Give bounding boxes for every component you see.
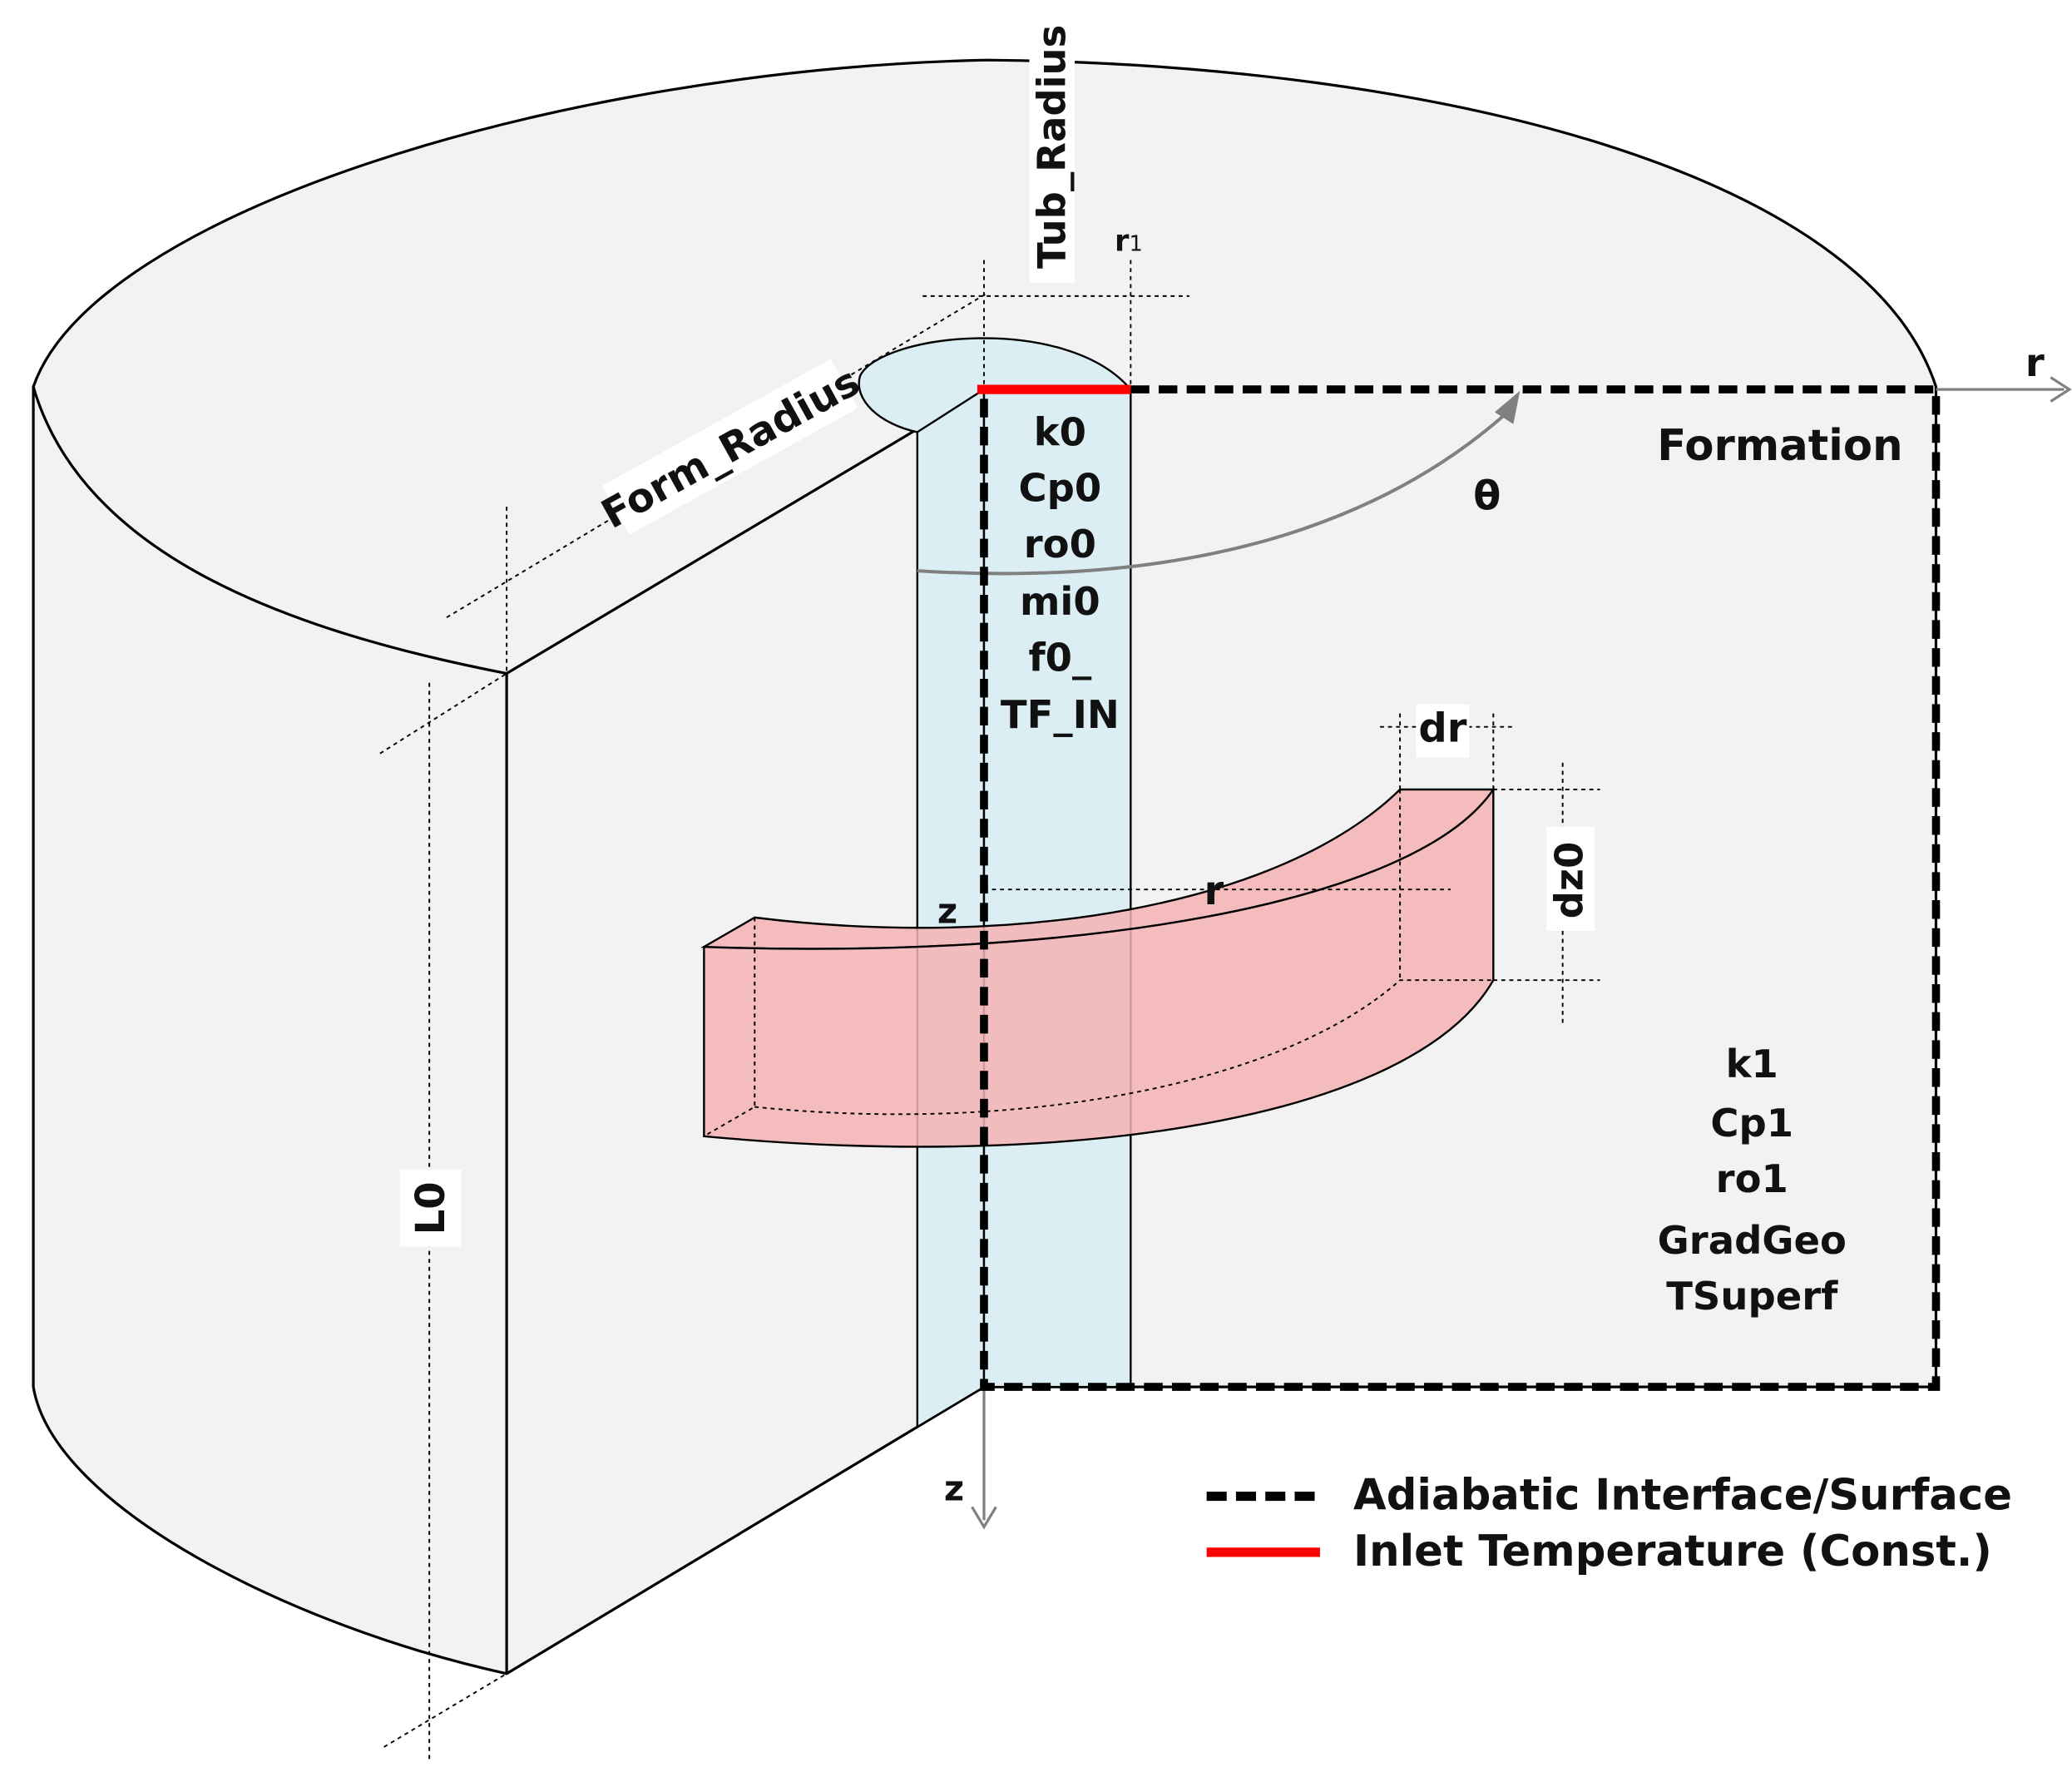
formation-properties: k1 Cp1 ro1 GradGeo TSuperf xyxy=(1658,1042,1847,1319)
formation-prop: k1 xyxy=(1726,1042,1778,1086)
form-radius-label-bg xyxy=(601,359,858,535)
formation-prop: ro1 xyxy=(1716,1156,1788,1201)
tubing-prop: mi0 xyxy=(1020,579,1100,624)
r-axis-label: r xyxy=(2025,340,2045,385)
tub-radius-label-bg xyxy=(1029,13,1075,283)
legend: Adiabatic Interface/Surface Inlet Temper… xyxy=(1206,1471,2012,1576)
dz0-label: dz0 xyxy=(1547,842,1592,919)
legend-adiabatic-label: Adiabatic Interface/Surface xyxy=(1353,1471,2012,1521)
tubing-prop: k0 xyxy=(1034,409,1086,454)
dr-label-bg xyxy=(1416,704,1470,758)
dr-label: dr xyxy=(1418,705,1466,751)
formation-prop: Cp1 xyxy=(1710,1101,1793,1146)
formation-prop: GradGeo xyxy=(1658,1218,1847,1263)
formation-prop: TSuperf xyxy=(1666,1274,1838,1319)
theta-label: θ xyxy=(1473,473,1501,519)
legend-inlet-label: Inlet Temperature (Const.) xyxy=(1353,1527,1992,1576)
tubing-prop: TF_IN xyxy=(1001,692,1120,737)
r-mark-label: r xyxy=(1204,868,1224,914)
tubing-prop: Cp0 xyxy=(1019,466,1102,511)
z-axis-arrowhead xyxy=(971,1506,997,1530)
tubing-prop: ro0 xyxy=(1024,522,1096,567)
l0-label-bg xyxy=(399,1169,462,1247)
tub-radius-label: Tub_Radius xyxy=(1030,25,1075,269)
z-axis-label: z xyxy=(944,1468,964,1508)
tubing-prop: f0_ xyxy=(1028,635,1092,680)
theta-arc xyxy=(917,408,1512,576)
z-mark-label: z xyxy=(937,890,957,931)
formation-label: Formation xyxy=(1657,421,1902,471)
cutaway-top-edge xyxy=(506,388,985,675)
l0-label: L0 xyxy=(408,1181,454,1235)
dz0-label-bg xyxy=(1546,826,1595,931)
r-axis-arrowhead xyxy=(2050,376,2072,403)
adiabatic-boundary xyxy=(980,385,1941,1391)
r1-label: r1 xyxy=(1115,224,1143,258)
theta-arrowhead xyxy=(1494,390,1521,424)
tubing-properties: k0 Cp0 ro0 mi0 f0_ TF_IN xyxy=(1001,409,1120,737)
cylinder-rim-front xyxy=(32,386,507,676)
element-hidden-edges xyxy=(703,789,1494,1137)
